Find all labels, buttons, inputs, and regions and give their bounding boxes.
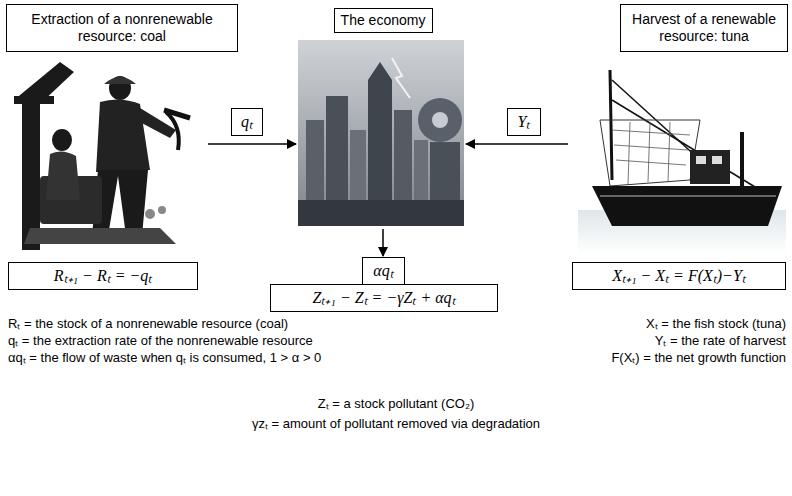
illustration-part xyxy=(592,186,782,226)
illustration-part xyxy=(612,122,690,184)
illustration-part xyxy=(712,156,722,164)
boat-illustration xyxy=(578,70,786,254)
illustration-part xyxy=(610,70,612,180)
box-text: Xₜ₊₁ − Xₜ = F(Xₜ)−Yₜ xyxy=(612,266,746,286)
box-title: Harvest of a renewable resource: tuna xyxy=(625,11,783,45)
equation-box: Rₜ₊₁ − Rₜ = −qₜ xyxy=(8,262,198,290)
box-text: αqₜ xyxy=(373,261,393,281)
illustration-part xyxy=(392,58,410,98)
illustration-part xyxy=(368,62,392,80)
definition-text: Rₜ = the stock of a nonrenewable resourc… xyxy=(8,316,288,332)
title-box: Harvest of a renewable resource: tuna xyxy=(620,4,788,52)
illustration-part xyxy=(104,77,136,84)
definition-text: Xₜ = the fish stock (tuna) xyxy=(646,316,786,332)
definition-text: qₜ = the extraction rate of the nonrenew… xyxy=(8,333,313,349)
box-title: The economy xyxy=(341,12,426,29)
flow-box: αqₜ xyxy=(362,257,405,285)
flow-arrow xyxy=(382,229,384,256)
equation-box: Zₜ₊₁ − Zₜ = −γZₜ + αqₜ xyxy=(270,284,498,312)
box-text: Yₜ xyxy=(518,112,531,132)
illustration-part xyxy=(600,195,776,197)
flow-arrow xyxy=(466,143,568,145)
illustration-part xyxy=(418,98,462,142)
miners-illustration xyxy=(14,62,190,250)
flow-box: Yₜ xyxy=(507,108,541,136)
flow-box: qₜ xyxy=(231,108,263,136)
illustration-part xyxy=(52,129,72,151)
illustration-part xyxy=(740,132,744,188)
box-text: Zₜ₊₁ − Zₜ = −γZₜ + αqₜ xyxy=(312,288,455,308)
economy-illustration xyxy=(298,40,464,226)
flow-arrow xyxy=(208,143,296,145)
illustration-part xyxy=(166,112,179,150)
illustration-part xyxy=(600,120,700,186)
illustration-part xyxy=(145,209,155,219)
title-box: The economy xyxy=(334,8,433,33)
equation-box: Xₜ₊₁ − Xₜ = F(Xₜ)−Yₜ xyxy=(572,262,786,290)
illustration-part xyxy=(14,96,54,104)
definition-text: F(Xₜ) = the net growth function xyxy=(611,350,786,366)
definition-text: Yₜ = the rate of harvest xyxy=(655,333,786,349)
title-box: Extraction of a nonrenewable resource: c… xyxy=(6,4,238,52)
definition-text: αqₜ = the flow of waste when qₜ is consu… xyxy=(8,350,321,366)
illustration-part xyxy=(690,150,730,184)
illustration-part xyxy=(298,200,464,226)
illustration-part xyxy=(46,151,80,200)
definition-text: Zₜ = a stock pollutant (CO₂) xyxy=(0,396,792,412)
box-text: qₜ xyxy=(241,112,253,132)
box-title: Extraction of a nonrenewable resource: c… xyxy=(11,11,233,45)
illustration-part xyxy=(612,100,760,190)
illustration-part xyxy=(158,206,166,214)
box-text: Rₜ₊₁ − Rₜ = −qₜ xyxy=(54,266,153,286)
illustration-part xyxy=(432,112,448,128)
illustration-part xyxy=(298,40,464,226)
illustration-part xyxy=(696,156,706,164)
illustration-part xyxy=(24,228,176,244)
definition-text: γzₜ = amount of pollutant removed via de… xyxy=(0,416,792,432)
illustration-part xyxy=(164,110,190,118)
